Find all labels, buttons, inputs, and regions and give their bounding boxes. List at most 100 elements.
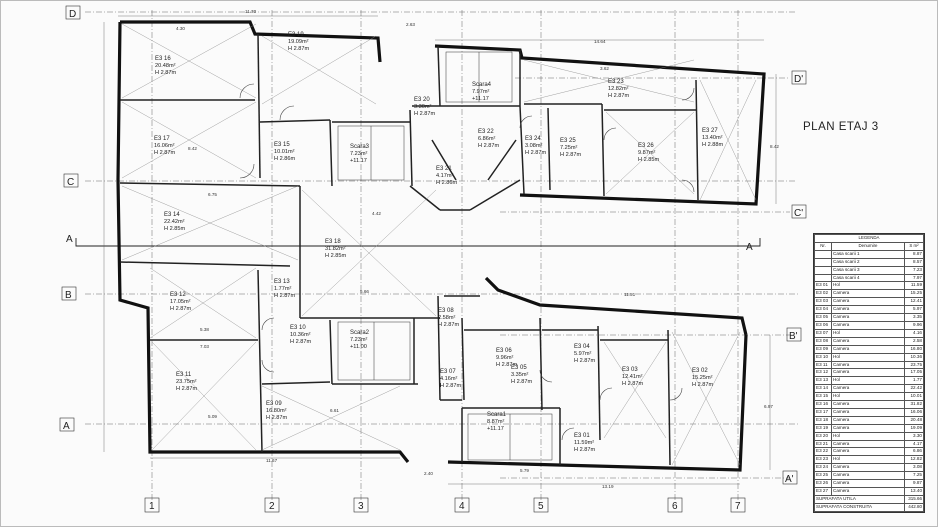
svg-text:H 2.87m: H 2.87m [496,362,517,368]
axis-label-B-prime: B' [789,331,798,342]
svg-text:H 2.85m: H 2.85m [325,253,346,259]
legend-row-name: Casa scarii 1 [831,249,905,259]
svg-text:Scara1: Scara1 [487,412,507,418]
dim-bottom-4: 5.79 [520,468,529,473]
svg-text:13.40m²: 13.40m² [702,135,723,141]
legend-row-name: Camera [831,407,905,417]
svg-text:H 2.87m: H 2.87m [414,111,435,117]
legend-row-name: Hol [831,431,905,441]
legend-row-code: E3 08 [814,336,832,346]
svg-text:3.35m²: 3.35m² [511,372,529,378]
axis-label-2: 2 [269,501,275,512]
dim-top-3: 2.63 [406,22,415,27]
room-E3-12: E3 12 17.05m² H 2.87m [170,292,191,312]
axis-label-6: 6 [672,501,678,512]
svg-text:H 2.87m: H 2.87m [438,322,459,328]
legend-row-area: 11.59 [904,281,924,291]
inner-walls [119,33,699,466]
dim-bottom-3: 13.19 [602,484,614,489]
legend-row-area: 19.09 [904,423,924,433]
svg-text:H 2.87m: H 2.87m [176,386,197,392]
svg-text:E3 11: E3 11 [176,372,192,378]
legend-row-area: 9.87 [904,479,924,488]
svg-text:E3 15: E3 15 [274,142,290,148]
legend-row-area: 7.23 [904,265,924,275]
svg-text:4.17m²: 4.17m² [436,173,454,179]
svg-text:16.06m²: 16.06m² [154,143,175,149]
legend-row-area: 4.16 [904,328,924,338]
legend-row-code: E3 02 [814,289,832,299]
axis-label-5: 5 [538,501,544,512]
legend-row-area: 5.97 [904,305,924,315]
svg-text:2.58m²: 2.58m² [438,315,456,321]
svg-text:H 2.87m: H 2.87m [288,46,309,52]
svg-text:E3 13: E3 13 [274,279,290,285]
legend-row-code [814,265,832,275]
legend-row-code: E3 18 [814,415,832,425]
room-scara3: Scara3 7.23m² +11.17 [350,144,370,164]
dim-center-9: 5.09 [208,414,217,419]
room-E3-22: E3 22 6.86m² H 2.87m [478,129,499,149]
axis-label-D: D [69,9,76,20]
axis-grid [85,10,800,500]
legend-row-name: Hol [831,281,905,291]
legend-row-code: E3 19 [814,423,832,433]
svg-text:E3 09: E3 09 [266,401,282,407]
legend-row-code: E3 27 [814,487,832,496]
room-E3-19: E3 19 19.09m² H 2.87m [288,32,309,52]
svg-text:H 2.87m: H 2.87m [622,381,643,387]
axis-label-C-prime: C' [794,208,803,219]
dim-top-5: 3.62 [600,66,609,71]
legend-header-nr: Nr. [814,241,832,251]
svg-text:7.25m²: 7.25m² [560,145,578,151]
svg-text:H 2.87m: H 2.87m [560,152,581,158]
legend-row-code: E3 03 [814,297,832,307]
room-E3-05: E3 05 3.35m² H 2.87m [511,365,532,385]
legend-row-code: E3 24 [814,463,832,473]
svg-text:H 2.86m: H 2.86m [274,156,295,162]
svg-text:+11.17: +11.17 [487,426,504,432]
legend-row-area: 8.57 [904,257,924,267]
legend-row-area: 9.96 [904,320,924,330]
svg-text:3.30m²: 3.30m² [414,104,432,110]
legend-row-area: 12.82 [904,455,924,465]
legend-row-name: Hol [831,455,905,465]
legend-row-code: E3 09 [814,344,832,354]
legend-header-area: S m² [904,241,924,251]
legend-row-area: 3.35 [904,313,924,322]
legend-row-code [814,257,832,267]
room-E3-21: E3 21 4.17m² H 2.86m [436,166,457,186]
room-E3-09: E3 09 16.80m² H 2.87m [266,401,287,421]
legend-row-code: E3 22 [814,447,832,457]
room-E3-06: E3 06 9.96m² H 2.87m [496,348,517,368]
legend-row-code: E3 10 [814,352,832,362]
svg-text:H 2.87m: H 2.87m [511,379,532,385]
outer-walls [116,20,766,472]
axis-label-D-prime: D' [794,74,803,85]
legend-row-name: Camera [831,336,905,346]
axis-label-A: A [63,421,70,432]
dim-center-4: 5.66 [360,289,369,294]
legend-row-area: 7.97 [904,273,924,283]
svg-text:E3 14: E3 14 [164,212,180,218]
legend-row-area: 1.77 [904,376,924,386]
svg-text:H 2.87m: H 2.87m [608,93,629,99]
svg-text:10.36m²: 10.36m² [290,332,311,338]
dim-center-7: 7.03 [200,344,209,349]
room-E3-16: E3 16 20.48m² H 2.87m [155,56,176,76]
svg-text:23.75m²: 23.75m² [176,379,197,385]
dim-right-2: 8.42 [770,144,779,149]
dim-center-5: 5.38 [200,327,209,332]
